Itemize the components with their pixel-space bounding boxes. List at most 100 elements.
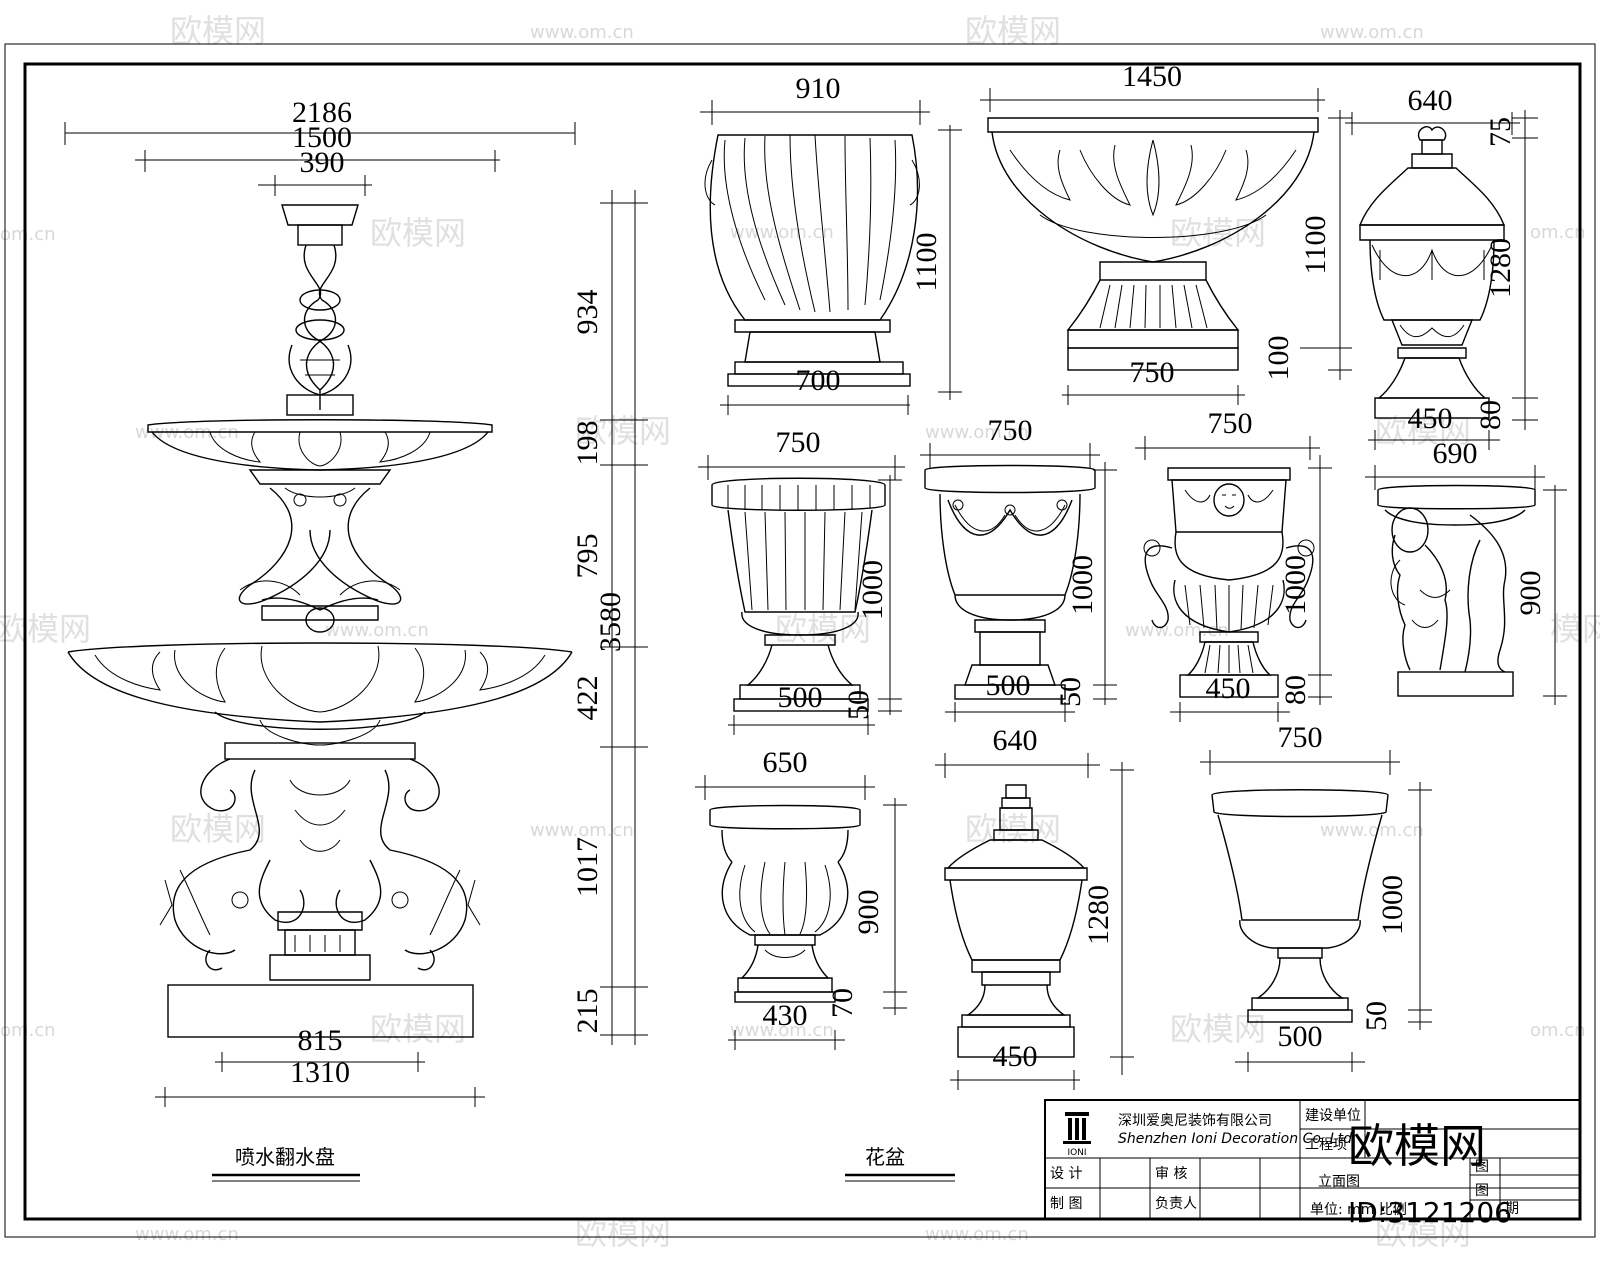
dim-p1-height: 1100 — [910, 233, 943, 292]
dim-p2-base: 750 — [1130, 356, 1175, 389]
watermark-brand: 欧模网 — [575, 412, 671, 450]
company-name-cn: 深圳爱奥尼装饰有限公司 — [1118, 1112, 1272, 1129]
planter-1: 910 700 1100 — [700, 72, 962, 415]
planter-10: 750 500 1000 50 — [1200, 721, 1432, 1072]
watermark-url: www.om.cn — [730, 1020, 834, 1041]
watermark-url: om.cn — [1530, 222, 1586, 243]
planter-8: 650 430 900 70 — [695, 746, 907, 1050]
dim-fountain-base-outer: 1310 — [290, 1056, 350, 1089]
dim-fountain-height-top: 934 — [571, 290, 604, 335]
dim-p4-width: 750 — [776, 426, 821, 459]
watermark-url: www.om.cn — [1125, 620, 1229, 641]
dim-p4-bottom: 50 — [842, 690, 875, 720]
dim-p5-width: 750 — [988, 414, 1033, 447]
watermark-brand: 欧模网 — [0, 610, 91, 648]
dim-p8-bottom: 70 — [826, 988, 859, 1018]
label-fig2: 图 — [1475, 1183, 1489, 1199]
brand-id: ID:3121206 — [1348, 1196, 1512, 1229]
dim-p3-top: 75 — [1484, 117, 1517, 147]
watermark-url: om.cn — [0, 224, 56, 245]
planter-6: 750 450 1000 80 — [1135, 407, 1332, 722]
dim-fountain-width-mid: 1500 — [292, 121, 352, 154]
dim-p8-height: 900 — [852, 890, 885, 935]
watermark-layer: 欧模网 www.om.cn 欧模网 www.om.cn om.cn 欧模网 ww… — [0, 12, 1600, 1252]
dim-fountain-height-lower-bowl: 422 — [571, 676, 604, 721]
planter-5: 750 500 1000 50 — [920, 414, 1117, 722]
dim-p10-bottom: 50 — [1360, 1001, 1393, 1031]
title-block: IONI 深圳爱奥尼装饰有限公司 Shenzhen Ioni Decoratio… — [1044, 1099, 1581, 1229]
planter-4: 750 500 1000 50 — [698, 426, 905, 735]
dim-p4-base: 500 — [778, 681, 823, 714]
dim-p6-bottom: 80 — [1279, 675, 1312, 705]
dim-p8-base: 430 — [763, 999, 808, 1032]
logo-text: IONI — [1067, 1148, 1086, 1158]
label-date: 期 — [1505, 1201, 1519, 1217]
dim-p5-height: 1000 — [1066, 555, 1099, 615]
watermark-brand: 模网 — [1550, 610, 1600, 648]
dim-fountain-height-mid: 795 — [571, 534, 604, 579]
company-name-en: Shenzhen Ioni Decoration Co.,Ltd — [1118, 1131, 1352, 1147]
watermark-url: www.om.cn — [530, 820, 634, 841]
dim-p6-height: 1000 — [1279, 555, 1312, 615]
dim-p5-base: 500 — [986, 669, 1031, 702]
dim-p10-width: 750 — [1278, 721, 1323, 754]
brand-name: 欧模网 — [1348, 1119, 1486, 1173]
dim-fountain-width-total: 2186 — [292, 96, 352, 129]
dim-p9-width: 640 — [993, 724, 1038, 757]
label-drawing: 制 图 — [1050, 1196, 1082, 1212]
watermark-url: www.om.cn — [925, 1224, 1029, 1245]
dim-p1-base: 700 — [796, 364, 841, 397]
planter-7: 690 900 — [1365, 437, 1567, 705]
dim-p3-width: 640 — [1408, 84, 1453, 117]
watermark-url: www.om.cn — [925, 422, 1029, 443]
dim-p7-height: 900 — [1514, 571, 1547, 616]
dim-p6-width: 750 — [1208, 407, 1253, 440]
planter-9: 640 450 1280 — [935, 724, 1134, 1090]
dim-p10-height: 1000 — [1376, 875, 1409, 935]
watermark-brand: 欧模网 — [775, 610, 871, 648]
dim-fountain-height-plinth: 215 — [571, 989, 604, 1034]
watermark-url: www.om.cn — [1320, 820, 1424, 841]
dim-p7-width: 690 — [1433, 437, 1478, 470]
dim-p3-height: 1280 — [1484, 238, 1517, 298]
label-unit: 单位: mm 比例 — [1310, 1202, 1407, 1218]
watermark-url: om.cn — [1530, 1020, 1586, 1041]
watermark-url: www.om.cn — [325, 620, 429, 641]
dim-p9-base: 450 — [993, 1040, 1038, 1073]
watermark-brand: 欧模网 — [1170, 1010, 1266, 1048]
dim-p1-width: 910 — [796, 72, 841, 105]
outer-border — [4, 43, 1596, 1238]
dim-p8-width: 650 — [763, 746, 808, 779]
planter-2: 1450 750 1100 100 — [980, 60, 1352, 405]
label-fig1: 图 — [1475, 1159, 1489, 1175]
watermark-url: www.om.cn — [730, 222, 834, 243]
dim-p10-base: 500 — [1278, 1020, 1323, 1053]
dim-fountain-width-top: 390 — [300, 146, 345, 179]
label-view: 立面图 — [1318, 1174, 1360, 1190]
watermark-url: www.om.cn — [530, 22, 634, 43]
watermark-brand: 欧模网 — [170, 810, 266, 848]
label-review: 审 核 — [1155, 1166, 1187, 1182]
label-design: 设 计 — [1050, 1166, 1082, 1182]
planter-3: 640 450 75 1280 80 — [1345, 84, 1538, 450]
dim-p4-height: 1000 — [856, 560, 889, 620]
label-responsible: 负责人 — [1155, 1196, 1197, 1212]
dim-p2-width: 1450 — [1122, 60, 1182, 93]
dim-p9-height: 1280 — [1082, 885, 1115, 945]
watermark-brand: 欧模网 — [370, 1010, 466, 1048]
dim-p5-bottom: 50 — [1054, 677, 1087, 707]
dim-p2-height: 1100 — [1299, 216, 1332, 275]
fountain-caption: 喷水翻水盘 — [235, 1145, 335, 1169]
watermark-url: www.om.cn — [135, 1224, 239, 1245]
company-logo: IONI — [1063, 1112, 1091, 1158]
inner-border — [23, 62, 1582, 1221]
dim-fountain-height-bowl: 198 — [571, 421, 604, 466]
watermark-url: www.om.cn — [1320, 22, 1424, 43]
fountain-drawing: 2186 1500 390 — [64, 96, 648, 1182]
dim-p6-base: 450 — [1206, 672, 1251, 705]
dim-p2-extra: 100 — [1262, 336, 1295, 381]
dim-fountain-height-base: 1017 — [571, 837, 604, 897]
label-project: 工程项 — [1305, 1137, 1347, 1153]
